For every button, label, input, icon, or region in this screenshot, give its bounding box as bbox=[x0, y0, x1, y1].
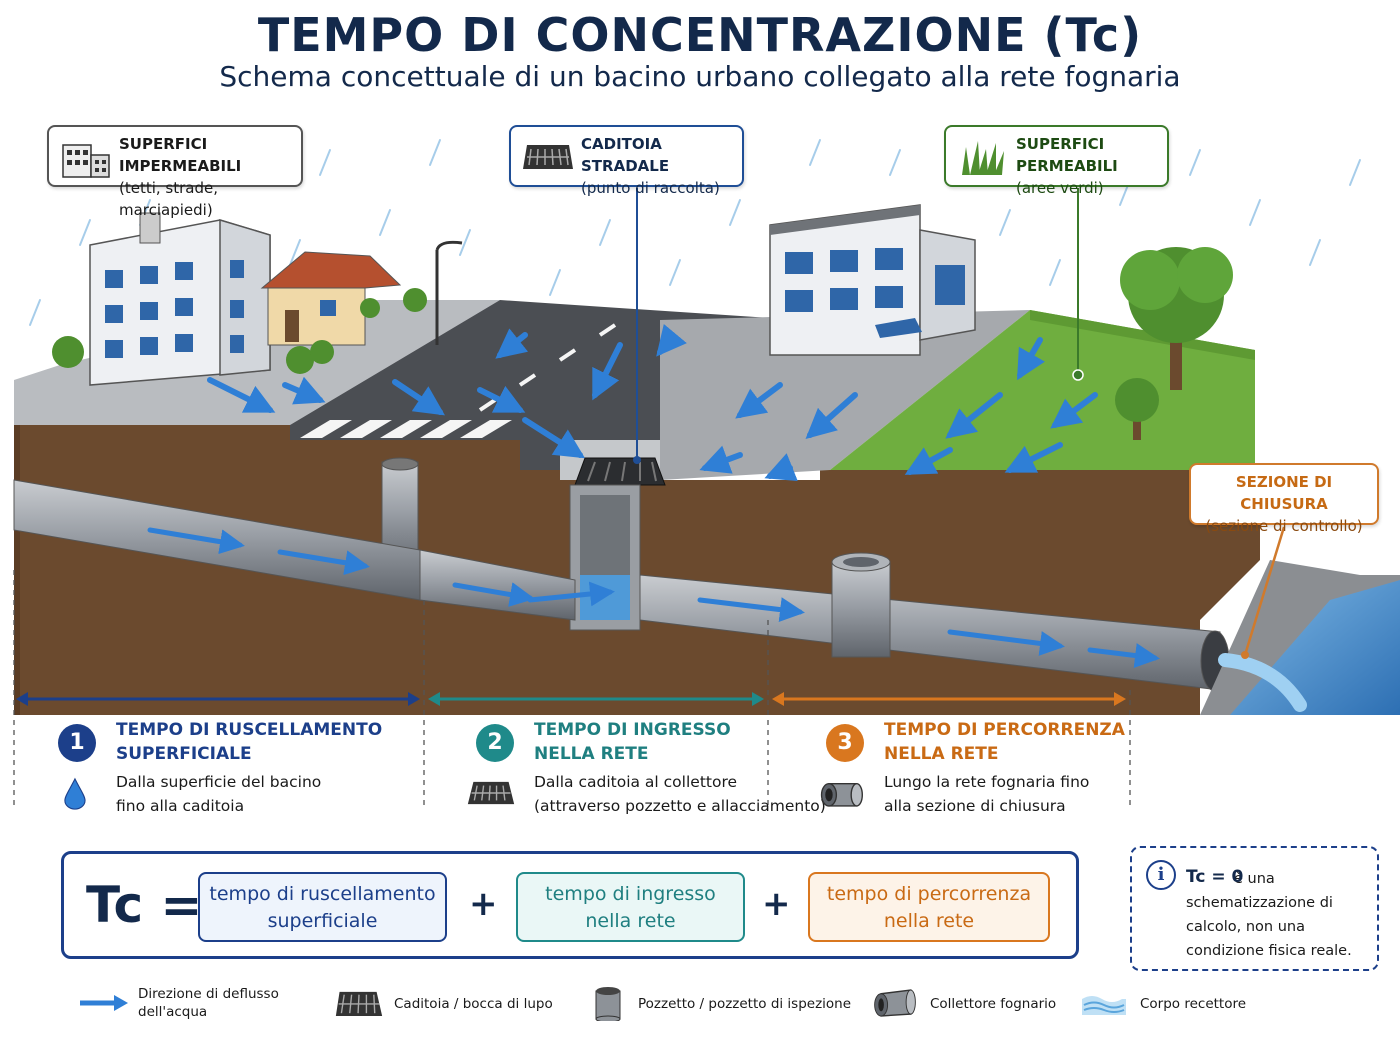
phase-spans bbox=[16, 692, 1126, 706]
receiving-water bbox=[1200, 560, 1400, 715]
buildings-icon bbox=[62, 144, 110, 178]
water-drop-icon bbox=[64, 777, 86, 810]
green-area bbox=[830, 310, 1255, 470]
formula-lhs: Tc = bbox=[86, 876, 203, 934]
page-title: TEMPO DI CONCENTRAZIONE (Tc) bbox=[257, 8, 1143, 62]
callout-storm-drain: CADITOIA STRADALE (punto di raccolta) bbox=[509, 125, 744, 197]
apartment-building bbox=[89, 212, 271, 386]
pipe-flow-arrows bbox=[147, 527, 1160, 668]
grass-icon bbox=[962, 141, 1004, 175]
callout-text: (sezione di controllo) bbox=[1205, 517, 1363, 535]
callout-text: (aree verdi) bbox=[1016, 179, 1104, 197]
tree bbox=[1115, 247, 1233, 440]
house bbox=[260, 251, 402, 346]
callout-title: SUPERFICI PERMEABILI bbox=[1016, 135, 1118, 175]
urban-basin-illustration bbox=[13, 139, 1400, 810]
callout-permeable-surfaces: SUPERFICI PERMEABILI (aree verdi) bbox=[944, 125, 1169, 197]
phase-number: 2 bbox=[476, 724, 514, 762]
callout-title: SEZIONE DI CHIUSURA bbox=[1235, 473, 1333, 513]
storm-drain-grate bbox=[574, 457, 666, 486]
phase-number: 3 bbox=[826, 724, 864, 762]
formula-plus: + bbox=[469, 884, 498, 924]
phase-number: 1 bbox=[58, 724, 96, 762]
pipe-icon bbox=[820, 783, 863, 807]
water-body-icon bbox=[1082, 996, 1126, 1015]
rain bbox=[29, 139, 1361, 326]
callout-closing-section: SEZIONE DI CHIUSURA (sezione di controll… bbox=[1189, 463, 1379, 535]
callout-title: SUPERFICI IMPERMEABILI bbox=[119, 135, 242, 175]
note-text-rest: schematizzazione di calcolo, non una con… bbox=[1186, 895, 1352, 959]
grate-icon bbox=[335, 991, 383, 1016]
grate-icon bbox=[523, 145, 573, 169]
callout-impervious-surfaces: SUPERFICI IMPERMEABILI (tetti, strade, m… bbox=[47, 125, 303, 219]
page-subtitle: Schema concettuale di un bacino urbano c… bbox=[219, 60, 1181, 93]
flow-arrow-icon bbox=[80, 995, 128, 1011]
callout-text: (tetti, strade, marciapiedi) bbox=[119, 179, 219, 219]
crosswalk bbox=[300, 420, 512, 438]
formula-plus: + bbox=[762, 884, 791, 924]
manhole bbox=[831, 552, 891, 658]
info-icon: i bbox=[1146, 860, 1176, 890]
manhole-icon bbox=[595, 987, 621, 1021]
grate-icon bbox=[467, 781, 515, 805]
callout-text: (punto di raccolta) bbox=[581, 179, 720, 197]
callout-title: CADITOIA STRADALE bbox=[581, 135, 670, 175]
pipe-icon bbox=[874, 989, 916, 1017]
bushes bbox=[52, 288, 427, 374]
plaza bbox=[660, 310, 1030, 480]
office-building bbox=[769, 204, 976, 356]
surface-flow-arrows bbox=[207, 323, 1098, 482]
street-lamp bbox=[435, 240, 463, 345]
phase-description: Dalla caditoia al collettore(attraverso … bbox=[534, 773, 826, 815]
